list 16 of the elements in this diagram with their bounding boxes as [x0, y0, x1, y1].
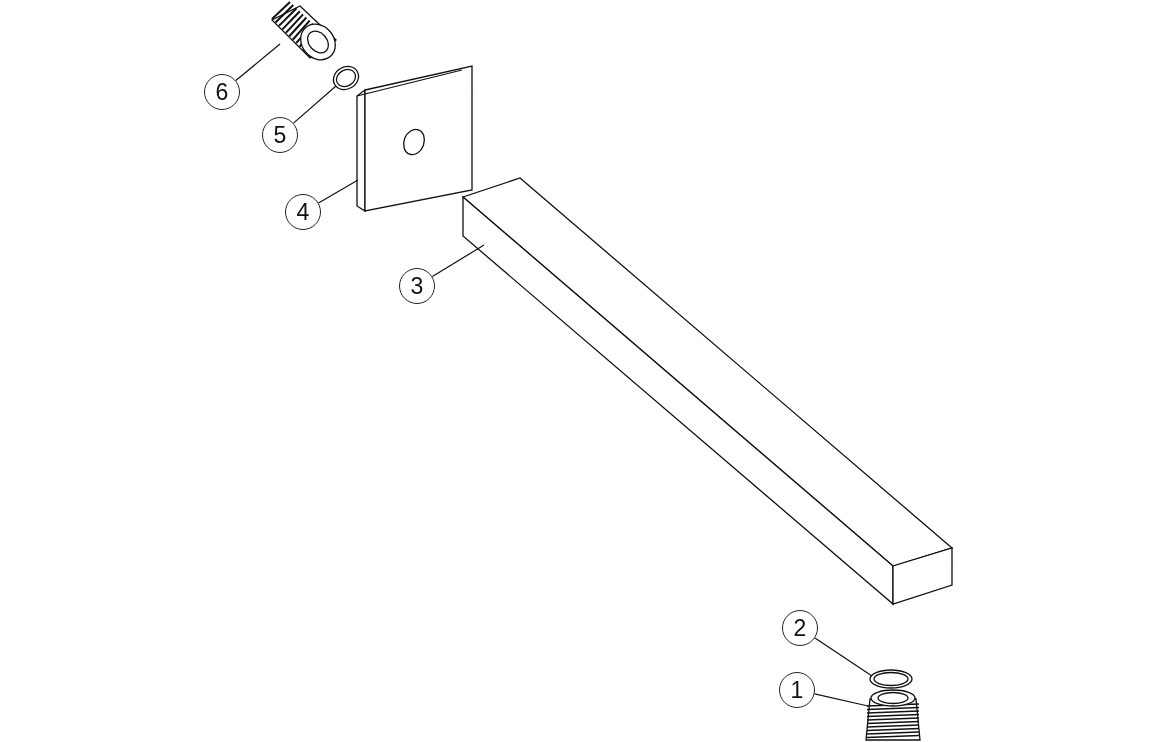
o-ring-drawing: [868, 668, 914, 688]
leader-line: [814, 637, 873, 677]
callout-number: 5: [262, 117, 298, 153]
callout-number: 6: [204, 74, 240, 110]
callout-number: 2: [782, 610, 818, 646]
leader-line: [292, 85, 337, 124]
callout-number: 1: [779, 672, 815, 708]
callout-number: 3: [399, 268, 435, 304]
spout-arm-drawing: [460, 176, 954, 606]
leader-line: [813, 693, 869, 707]
leader-line: [317, 179, 359, 204]
callout-number: 4: [285, 194, 321, 230]
leader-line: [431, 244, 485, 278]
wall-plate-drawing: [354, 64, 474, 214]
leader-line: [235, 43, 281, 82]
o-ring-drawing: [330, 64, 362, 92]
